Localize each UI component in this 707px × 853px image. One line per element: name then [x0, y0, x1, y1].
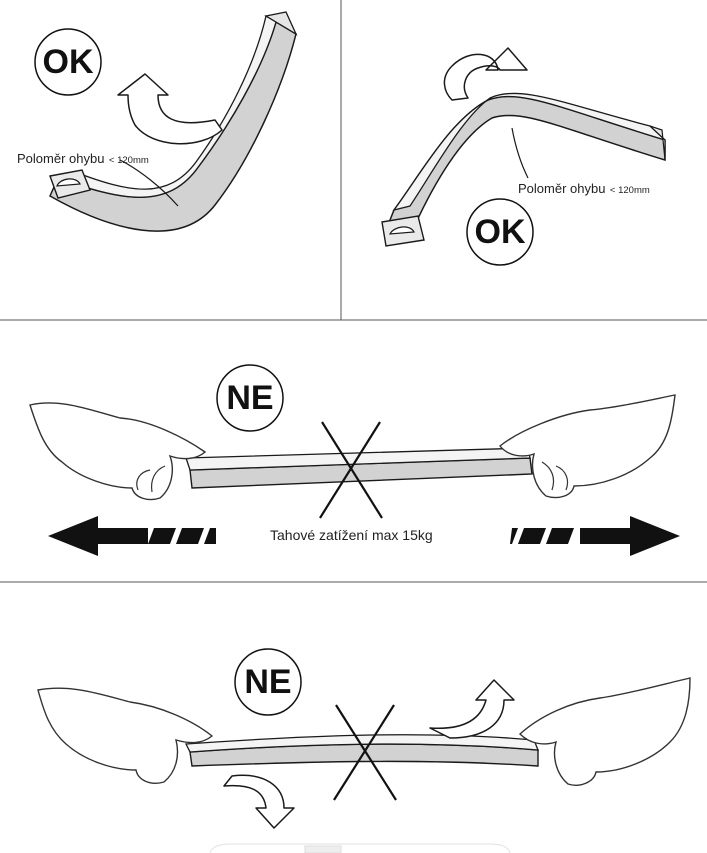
- hand-icon: [499, 394, 676, 499]
- bend-radius-text: Poloměr ohybu: [17, 151, 105, 166]
- arrow-left-icon: [48, 516, 216, 556]
- panel-middle: [29, 364, 680, 556]
- bend-radius-value: < 120mm: [108, 155, 149, 166]
- bend-radius-label: Poloměr ohybu < 120mm: [17, 150, 149, 168]
- bottom-frame-tab: [304, 845, 342, 853]
- panel-top-right: [381, 47, 666, 266]
- panel-top-left: [34, 11, 298, 232]
- hand-icon: [29, 402, 207, 501]
- badge-ne-bottom: NE: [244, 663, 292, 701]
- ok-badge-circle: [466, 198, 534, 266]
- bend-radius-text: Poloměr ohybu: [518, 181, 606, 196]
- ne-badge-circle: [234, 648, 302, 716]
- cross-mark-icon: [319, 421, 383, 519]
- ne-badge-circle: [216, 364, 284, 432]
- badge-ok-top-right: OK: [474, 213, 526, 251]
- curl-arrow-icon: [117, 73, 223, 145]
- cross-mark-icon: [333, 704, 397, 801]
- curl-arrow-icon: [443, 47, 528, 101]
- curl-arrow-icon: [429, 679, 515, 739]
- badge-ne-middle: NE: [226, 379, 274, 417]
- hand-icon: [37, 687, 214, 784]
- panel-bottom: [37, 648, 691, 829]
- curl-arrow-icon: [223, 774, 295, 829]
- ok-badge-circle: [34, 28, 102, 96]
- hand-icon: [518, 677, 691, 786]
- arrow-right-icon: [510, 516, 680, 556]
- bend-radius-label: Poloměr ohybu < 120mm: [518, 180, 650, 198]
- bottom-frame: [209, 843, 511, 853]
- badge-ok-top-left: OK: [42, 43, 94, 81]
- tension-caption: Tahové zatížení max 15kg: [270, 527, 433, 543]
- bend-radius-value: < 120mm: [609, 185, 650, 196]
